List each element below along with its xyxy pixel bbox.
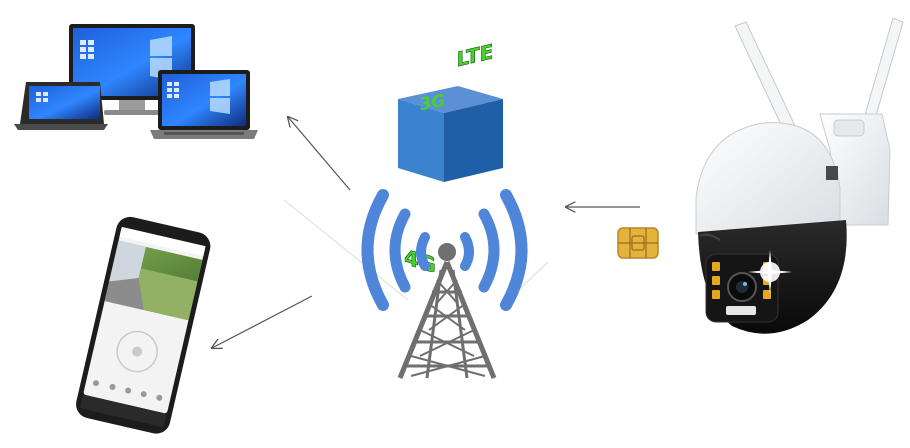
camera-light-glare: [748, 250, 792, 294]
camera-upper-housing: [695, 122, 841, 235]
arrow-to-phone: [212, 295, 313, 348]
ptz-dome-camera-icon: [695, 17, 904, 334]
cell-tower-icon: [397, 243, 497, 379]
desktop-laptop-tablet-icon: [14, 24, 258, 139]
tablet-device: [14, 82, 108, 130]
cube-top-face: [398, 86, 503, 113]
cube-top-label: 3G: [420, 91, 445, 116]
smartphone-app-icon: [76, 216, 211, 434]
phone-ptz-control: [116, 330, 158, 373]
camera-antenna-left: [734, 21, 797, 134]
sim-card-icon: [617, 227, 659, 259]
laptop-device: [150, 70, 258, 139]
signal-wave-icon: [361, 189, 528, 311]
lte-cube-icon: 3G 4G LTE: [398, 39, 503, 279]
arrow-to-devices: [288, 117, 351, 191]
cube-side-label: LTE: [457, 39, 494, 71]
cube-front-face: [398, 99, 444, 182]
cube-side-face: [444, 99, 503, 182]
